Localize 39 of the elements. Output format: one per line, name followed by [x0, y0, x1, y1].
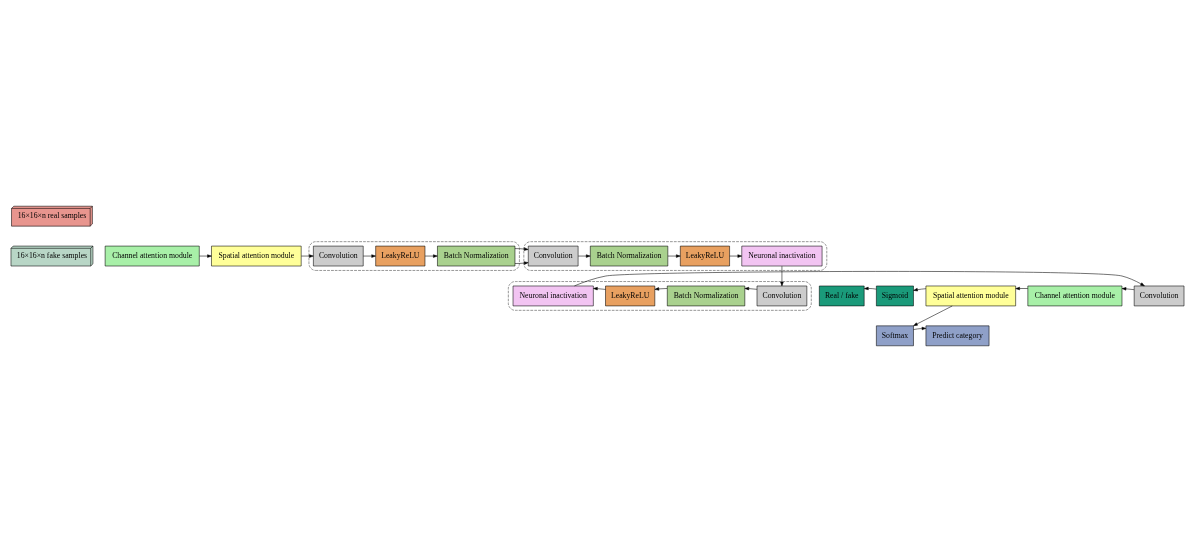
node-box: Convolution [528, 245, 579, 267]
node-box: Batch Normalization [590, 245, 669, 267]
node-box: Predict category [925, 325, 990, 347]
node-box: Channel attention module [104, 245, 200, 267]
node-box: Channel attention module [1027, 285, 1123, 307]
arrow [864, 286, 877, 291]
node-box: LeakyReLU [680, 245, 730, 267]
arrow [780, 265, 784, 287]
node-box: Spatial attention module [211, 245, 302, 267]
arrow [363, 254, 376, 258]
arrow [744, 286, 758, 291]
node-box: Neuronal inactivation [512, 285, 594, 307]
arrow [577, 254, 591, 258]
arrow [593, 287, 606, 291]
arrow [1121, 287, 1135, 291]
node-box: Convolution [756, 285, 808, 307]
arrow [1015, 286, 1029, 291]
arrow [301, 254, 314, 258]
arrow [729, 254, 742, 258]
arrow [654, 287, 668, 291]
node-box: Batch Normalization [667, 285, 746, 307]
node-box: Neuronal inactivation [741, 245, 823, 267]
arrow [667, 254, 681, 258]
node-box: Sigmoid [876, 285, 914, 307]
node-box: Softmax [876, 325, 914, 347]
arrow [913, 305, 953, 326]
arrow [514, 247, 529, 265]
node-box: Convolution [1133, 285, 1185, 307]
arrow [913, 288, 927, 292]
arrow [199, 254, 212, 258]
node-box: Batch Normalization [437, 245, 516, 267]
node-box: LeakyReLU [375, 245, 426, 267]
node-box: Real / fake [819, 285, 865, 307]
arrow [913, 326, 927, 331]
node-box: LeakyReLU [605, 285, 656, 307]
arrow [574, 271, 1145, 287]
arrow [424, 254, 438, 258]
node-box: Spatial attention module [925, 285, 1016, 307]
node-box: Convolution [313, 245, 364, 267]
